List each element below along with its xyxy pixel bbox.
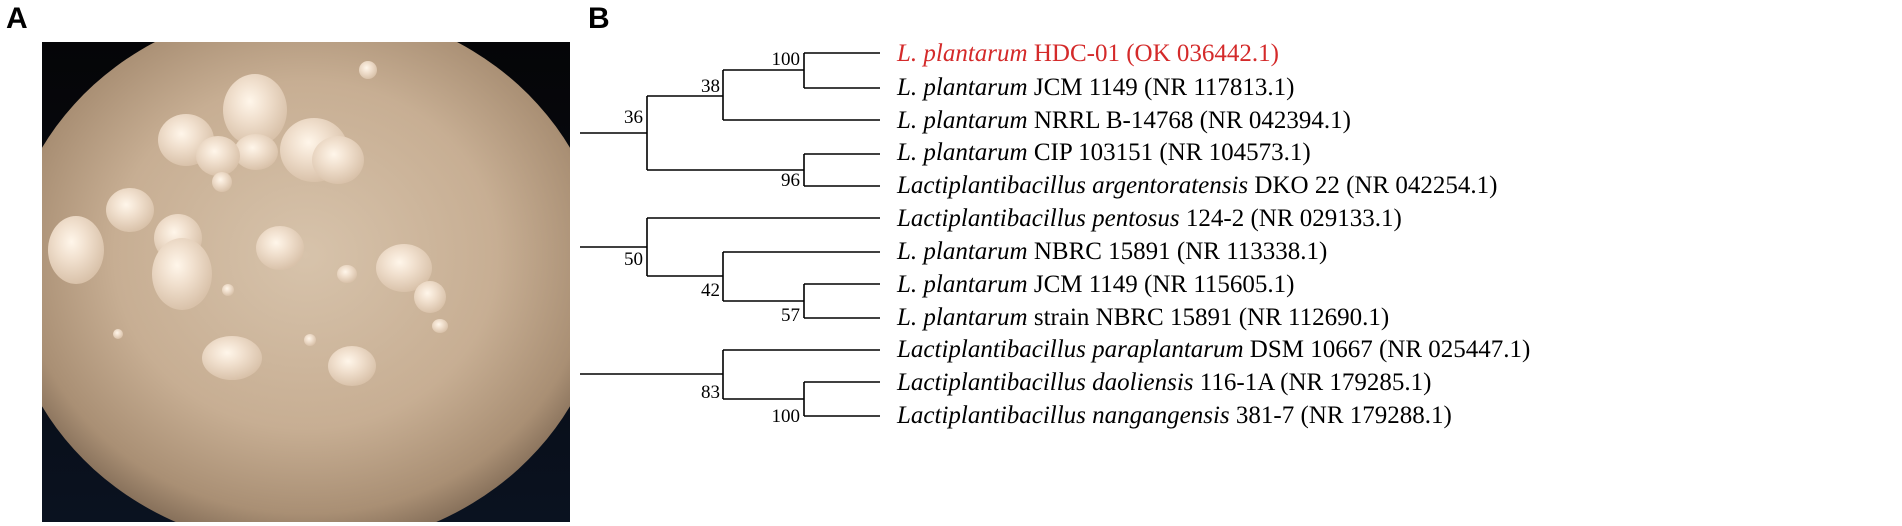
bootstrap-label: 50 <box>624 249 643 270</box>
taxon-label: Lactiplantibacillus argentoratensis DKO … <box>896 172 1497 199</box>
taxon-label: L. plantarum NBRC 15891 (NR 113338.1) <box>896 238 1327 265</box>
panel-a-label: A <box>6 2 28 35</box>
branch-node-42 <box>722 251 880 302</box>
branch-node-57 <box>803 283 880 319</box>
petri-dish <box>42 42 570 522</box>
taxon-labels: L. plantarum HDC-01 (OK 036442.1) L. pla… <box>896 40 1530 429</box>
panel-b-label: B <box>588 2 610 35</box>
taxon-label: L. plantarum JCM 1149 (NR 117813.1) <box>896 74 1295 101</box>
bootstrap-label: 100 <box>772 49 801 70</box>
branch-root <box>580 373 723 375</box>
branch-node-50 <box>646 217 880 277</box>
bootstrap-label: 36 <box>624 107 643 128</box>
taxon-label: Lactiplantibacillus nangangensis 381-7 (… <box>896 402 1452 429</box>
taxon-label: L. plantarum JCM 1149 (NR 115605.1) <box>896 271 1295 298</box>
branch-node-36 <box>646 95 804 171</box>
taxon-label: Lactiplantibacillus pentosus 124-2 (NR 0… <box>896 205 1402 232</box>
branch-node-t1-t2 <box>803 52 880 89</box>
bootstrap-label: 83 <box>701 382 720 403</box>
branch-node-38 <box>722 69 880 121</box>
bootstrap-label: 96 <box>781 170 800 191</box>
bootstrap-label: 42 <box>701 280 720 301</box>
colonies <box>48 61 448 386</box>
taxon-label: Lactiplantibacillus daoliensis 116-1A (N… <box>896 369 1432 396</box>
taxon-label: L. plantarum HDC-01 (OK 036442.1) <box>896 40 1279 67</box>
phylogenetic-tree: 100 38 36 96 50 42 57 83 100 L. plantaru… <box>580 40 1530 429</box>
colony-photograph <box>42 42 570 522</box>
tree-branches <box>580 52 880 417</box>
branch-node-t11-t12 <box>803 381 880 417</box>
bootstrap-label: 38 <box>701 76 720 97</box>
taxon-label: Lactiplantibacillus paraplantarum DSM 10… <box>896 336 1530 363</box>
bootstrap-label: 100 <box>772 406 801 427</box>
taxon-label: L. plantarum strain NBRC 15891 (NR 11269… <box>896 304 1389 331</box>
branch-node-upper-clade <box>580 132 647 248</box>
bootstrap-values: 100 38 36 96 50 42 57 83 100 <box>624 49 800 427</box>
taxon-label: L. plantarum NRRL B-14768 (NR 042394.1) <box>896 107 1351 134</box>
branch-node-96 <box>803 153 880 187</box>
branch-node-83 <box>722 349 880 400</box>
bootstrap-label: 57 <box>781 305 800 326</box>
taxon-label: L. plantarum CIP 103151 (NR 104573.1) <box>896 139 1311 166</box>
